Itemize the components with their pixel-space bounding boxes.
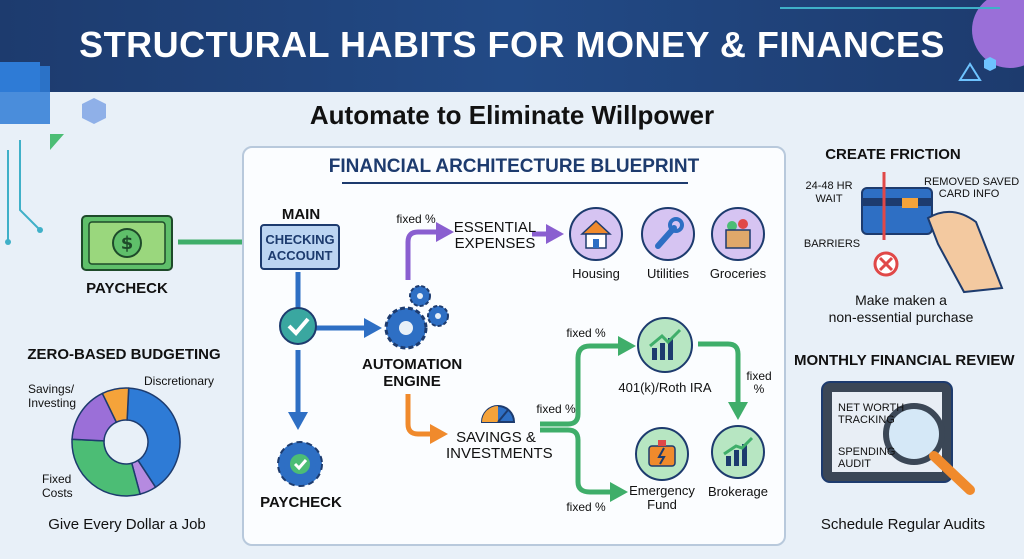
page-title: STRUCTURAL HABITS FOR MONEY & FINANCES	[79, 24, 945, 65]
spending-audit-label: SPENDING AUDIT	[838, 446, 896, 470]
blueprint-flow	[288, 222, 748, 502]
paycheck-bill-icon: $	[81, 215, 173, 271]
paycheck-bottom-label: PAYCHECK	[260, 494, 342, 511]
check-circle-icon	[279, 307, 317, 345]
fixed-percent-upper: fixed %	[566, 326, 606, 340]
pie-slice-2	[71, 438, 142, 497]
blueprint-panel	[242, 146, 786, 546]
brokerage-label: Brokerage	[708, 484, 768, 499]
fixed-percent-top: fixed %	[396, 212, 436, 226]
review-caption: Schedule Regular Audits	[820, 516, 986, 533]
utilities-label: Utilities	[647, 266, 689, 281]
wait-label: 24-48 HR WAIT	[805, 180, 853, 205]
removed-card-label: REMOVED SAVED CARD INFO	[924, 176, 1020, 200]
brokerage-chart-icon	[711, 425, 765, 479]
zero-based-caption: Give Every Dollar a Job	[48, 516, 206, 533]
checking-account-box: CHECKING ACCOUNT	[260, 224, 340, 270]
retirement-chart-icon	[637, 317, 693, 373]
grocery-bag-icon	[711, 207, 765, 261]
pie-slice-0	[126, 387, 181, 489]
page-subtitle: Automate to Eliminate Willpower	[309, 100, 715, 130]
fixed-percent-lower: fixed %	[566, 500, 606, 514]
gear-icon	[277, 441, 323, 487]
zero-based-title: ZERO-BASED BUDGETING	[27, 346, 221, 363]
fixed-percent-right: fixed %	[746, 369, 772, 396]
card-hand-icon	[861, 172, 1004, 294]
gauge-icon	[480, 405, 516, 423]
blueprint-title: FINANCIAL ARCHITECTURE BLUEPRINT	[328, 156, 700, 177]
net-worth-label: NET WORTH TRACKING	[838, 402, 905, 426]
tablet-magnifier-icon	[821, 381, 975, 495]
emergency-fund-icon	[635, 427, 689, 481]
emergency-fund-label: Emergency Fund	[629, 483, 695, 512]
pie-label-fixed: Fixed Costs	[42, 472, 73, 500]
paycheck-left-label: PAYCHECK	[86, 280, 168, 297]
barriers-label: BARRIERS	[803, 238, 861, 250]
review-title: MONTHLY FINANCIAL REVIEW	[794, 352, 1015, 369]
friction-title: CREATE FRICTION	[825, 146, 961, 163]
blueprint-underline	[342, 182, 688, 184]
fixed-percent-mid: fixed %	[536, 402, 576, 416]
budget-pie-chart	[71, 387, 181, 497]
svg-text:$: $	[121, 233, 134, 254]
housing-label: Housing	[572, 266, 620, 281]
savings-investments-label: SAVINGS & INVESTMENTS	[446, 429, 553, 462]
automation-gears-icon	[384, 285, 449, 350]
pie-slice-4	[101, 387, 130, 424]
essential-expenses-label: ESSENTIAL EXPENSES	[453, 219, 537, 252]
friction-caption: Make maken a non-essential purchase	[828, 292, 974, 325]
main-label: MAIN	[281, 206, 321, 223]
pie-label-discretionary: Discretionary	[144, 374, 215, 388]
pie-label-savings: Savings/ Investing	[28, 382, 77, 410]
wrench-icon	[641, 207, 695, 261]
house-icon	[569, 207, 623, 261]
circuit-decoration	[0, 66, 106, 245]
groceries-label: Groceries	[709, 266, 767, 281]
automation-engine-label: AUTOMATION ENGINE	[362, 356, 463, 390]
retirement-label: 401(k)/Roth IRA	[618, 380, 712, 395]
